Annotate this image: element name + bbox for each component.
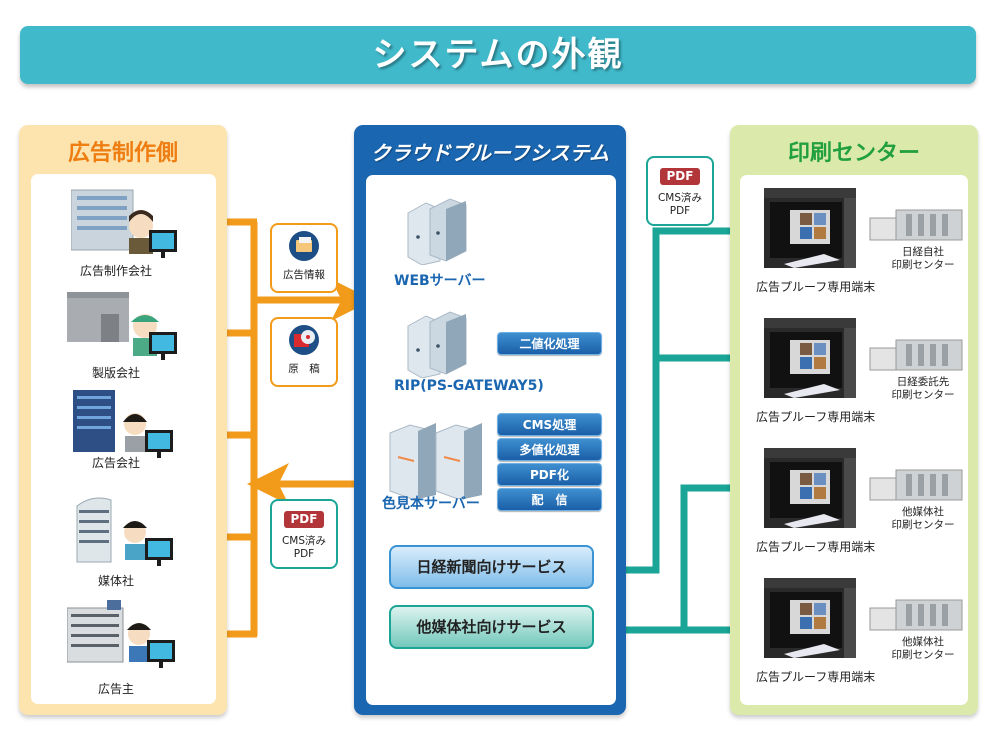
office-building-icon	[67, 600, 175, 668]
proof-terminal-label: 広告プルーフ専用端末	[756, 540, 876, 554]
delivery-button: 配 信	[497, 488, 602, 511]
proof-terminal-icon	[764, 448, 856, 528]
entity-ad-production-company: 広告制作会社	[31, 182, 216, 282]
cloud-proof-system-panel: クラウドプルーフシステム WEBサーバー 二値化処理 RIP(PS-GATEWA…	[354, 125, 626, 715]
proof-terminal-label: 広告プルーフ専用端末	[756, 280, 876, 294]
printing-press-icon	[869, 469, 963, 501]
entity-label: 広告主	[97, 682, 134, 696]
entity-ad-agency: 広告会社	[31, 384, 216, 484]
web-server-label: WEBサーバー	[394, 273, 486, 289]
pdf-icon: PDF	[660, 168, 700, 185]
entity-label: 広告制作会社	[79, 264, 152, 278]
proof-terminal-label: 広告プルーフ専用端末	[756, 410, 876, 424]
factory-icon	[67, 292, 177, 360]
cloud-proof-system-content: WEBサーバー 二値化処理 RIP(PS-GATEWAY5) CMS処理 多値化…	[366, 175, 616, 705]
disc-icon	[289, 325, 319, 355]
print-center-name-line2: 印刷センター	[891, 649, 955, 661]
proof-terminal-icon	[764, 578, 856, 658]
other-media-service-button[interactable]: 他媒体社向けサービス	[389, 605, 594, 649]
print-center-name-line1: 日経自社	[902, 246, 944, 258]
ad-production-panel: 広告制作側 広告制作会社 製版会社	[19, 125, 227, 715]
cms-pdf-label-line2: PDF	[293, 548, 315, 560]
entity-label: 製版会社	[91, 366, 140, 380]
rip-server-icon	[407, 311, 467, 378]
entity-prepress-company: 製版会社	[31, 284, 216, 384]
web-server-icon	[407, 198, 467, 265]
proof-terminal-1: 日経自社印刷センター広告プルーフ専用端末	[750, 188, 978, 318]
multilevel-process-button: 多値化処理	[497, 438, 602, 461]
print-center-name-line2: 印刷センター	[891, 259, 955, 271]
title-banner: システムの外観	[20, 26, 976, 84]
entity-advertiser: 広告主	[31, 594, 216, 696]
entity-label: 媒体社	[97, 574, 134, 588]
ad-info-label: 広告情報	[283, 269, 325, 281]
office-building-icon	[76, 497, 173, 566]
binarization-process-button: 二値化処理	[497, 332, 602, 355]
proof-terminal-icon	[764, 188, 856, 268]
cms-process-button: CMS処理	[497, 413, 602, 436]
print-center-name-line2: 印刷センター	[891, 389, 955, 401]
color-sample-server-icon	[389, 423, 482, 499]
color-sample-server-label: 色見本サーバー	[382, 496, 480, 512]
printing-press-icon	[869, 209, 963, 241]
entity-media-company: 媒体社	[31, 492, 216, 592]
cms-pdf-label-line1: CMS済み	[657, 192, 703, 204]
proof-terminal-icon	[764, 318, 856, 398]
ad-production-list: 広告制作会社 製版会社 広告会社	[31, 174, 216, 704]
proof-terminal-4: 他媒体社印刷センター広告プルーフ専用端末	[750, 578, 978, 708]
cms-pdf-label-line2: PDF	[669, 205, 691, 217]
cms-pdf-badge-left: PDF CMS済み PDF	[270, 499, 338, 569]
pdf-icon: PDF	[284, 511, 324, 528]
pdf-conversion-button: PDF化	[497, 463, 602, 486]
proof-terminal-3: 他媒体社印刷センター広告プルーフ専用端末	[750, 448, 978, 578]
folder-icon	[289, 231, 319, 261]
print-center-title: 印刷センター	[787, 141, 920, 166]
manuscript-label: 原 稿	[288, 363, 320, 375]
printing-press-icon	[869, 599, 963, 631]
printing-press-icon	[869, 339, 963, 371]
entity-label: 広告会社	[91, 456, 140, 470]
print-center-name-line1: 他媒体社	[902, 636, 944, 648]
office-building-icon	[73, 390, 173, 458]
ad-production-title: 広告制作側	[67, 141, 178, 166]
page-title: システムの外観	[372, 35, 624, 75]
print-center-name-line2: 印刷センター	[891, 519, 955, 531]
office-building-icon	[71, 189, 177, 258]
cms-pdf-badge-right: PDF CMS済み PDF	[646, 156, 714, 226]
proof-terminal-2: 日経委託先印刷センター広告プルーフ専用端末	[750, 318, 978, 448]
print-center-name-line1: 他媒体社	[902, 506, 944, 518]
nikkei-service-button[interactable]: 日経新聞向けサービス	[389, 545, 594, 589]
cms-pdf-label-line1: CMS済み	[281, 535, 327, 547]
rip-server-label: RIP(PS-GATEWAY5)	[394, 378, 544, 394]
manuscript-badge: 原 稿	[270, 317, 338, 387]
ad-info-badge: 広告情報	[270, 223, 338, 293]
proof-terminal-label: 広告プルーフ専用端末	[756, 670, 876, 684]
cloud-proof-system-title: クラウドプルーフシステム	[370, 141, 610, 165]
print-center-name-line1: 日経委託先	[896, 376, 950, 388]
